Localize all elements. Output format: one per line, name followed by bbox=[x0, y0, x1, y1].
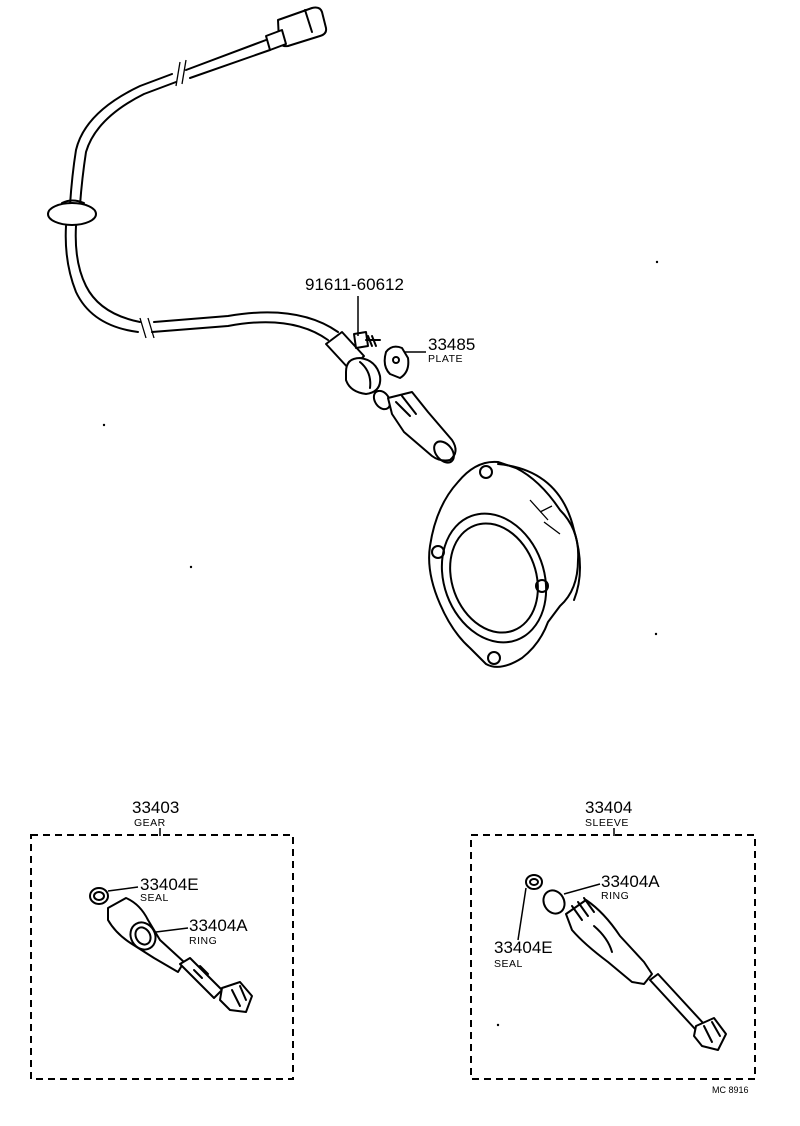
sleeve-seal-number-label: 33404E bbox=[494, 938, 553, 957]
driven-gear-assembly bbox=[372, 389, 457, 464]
gear-ring-name-label: RING bbox=[189, 935, 217, 947]
sleeve-ring-number-label: 33404A bbox=[601, 872, 660, 891]
gear-group-box bbox=[30, 834, 294, 1080]
gear-group-number-label: 33403 bbox=[132, 798, 179, 817]
gear-assembly bbox=[89, 887, 253, 1013]
sleeve-seal-name-label: SEAL bbox=[494, 958, 523, 970]
plate-part bbox=[383, 345, 410, 379]
bolt-number-label: 91611-60612 bbox=[305, 275, 404, 294]
sleeve-ring-name-label: RING bbox=[601, 890, 629, 902]
transmission-housing bbox=[428, 460, 581, 668]
gear-seal-number-label: 33404E bbox=[140, 875, 199, 894]
cable-top-connector bbox=[265, 6, 328, 51]
sleeve-group-name-label: SLEEVE bbox=[585, 817, 629, 829]
gear-seal-leader-line bbox=[107, 886, 139, 892]
gear-seal-name-label: SEAL bbox=[140, 892, 169, 904]
cable-grommet bbox=[47, 199, 97, 226]
plate-name-label: PLATE bbox=[428, 353, 463, 365]
sleeve-assembly bbox=[525, 874, 727, 1051]
gear-ring-leader-line bbox=[155, 927, 189, 933]
diagram-code-label: MC 8916 bbox=[712, 1085, 749, 1095]
sleeve-seal-leader-line bbox=[517, 887, 527, 941]
gear-ring-number-label: 33404A bbox=[189, 916, 248, 935]
cable-end-fitting bbox=[325, 331, 382, 395]
sleeve-group-number-label: 33404 bbox=[585, 798, 632, 817]
gear-group-name-label: GEAR bbox=[134, 817, 166, 829]
speedometer-cable bbox=[47, 6, 382, 395]
sleeve-ring-leader-line bbox=[563, 883, 601, 895]
plate-number-label: 33485 bbox=[428, 335, 475, 354]
